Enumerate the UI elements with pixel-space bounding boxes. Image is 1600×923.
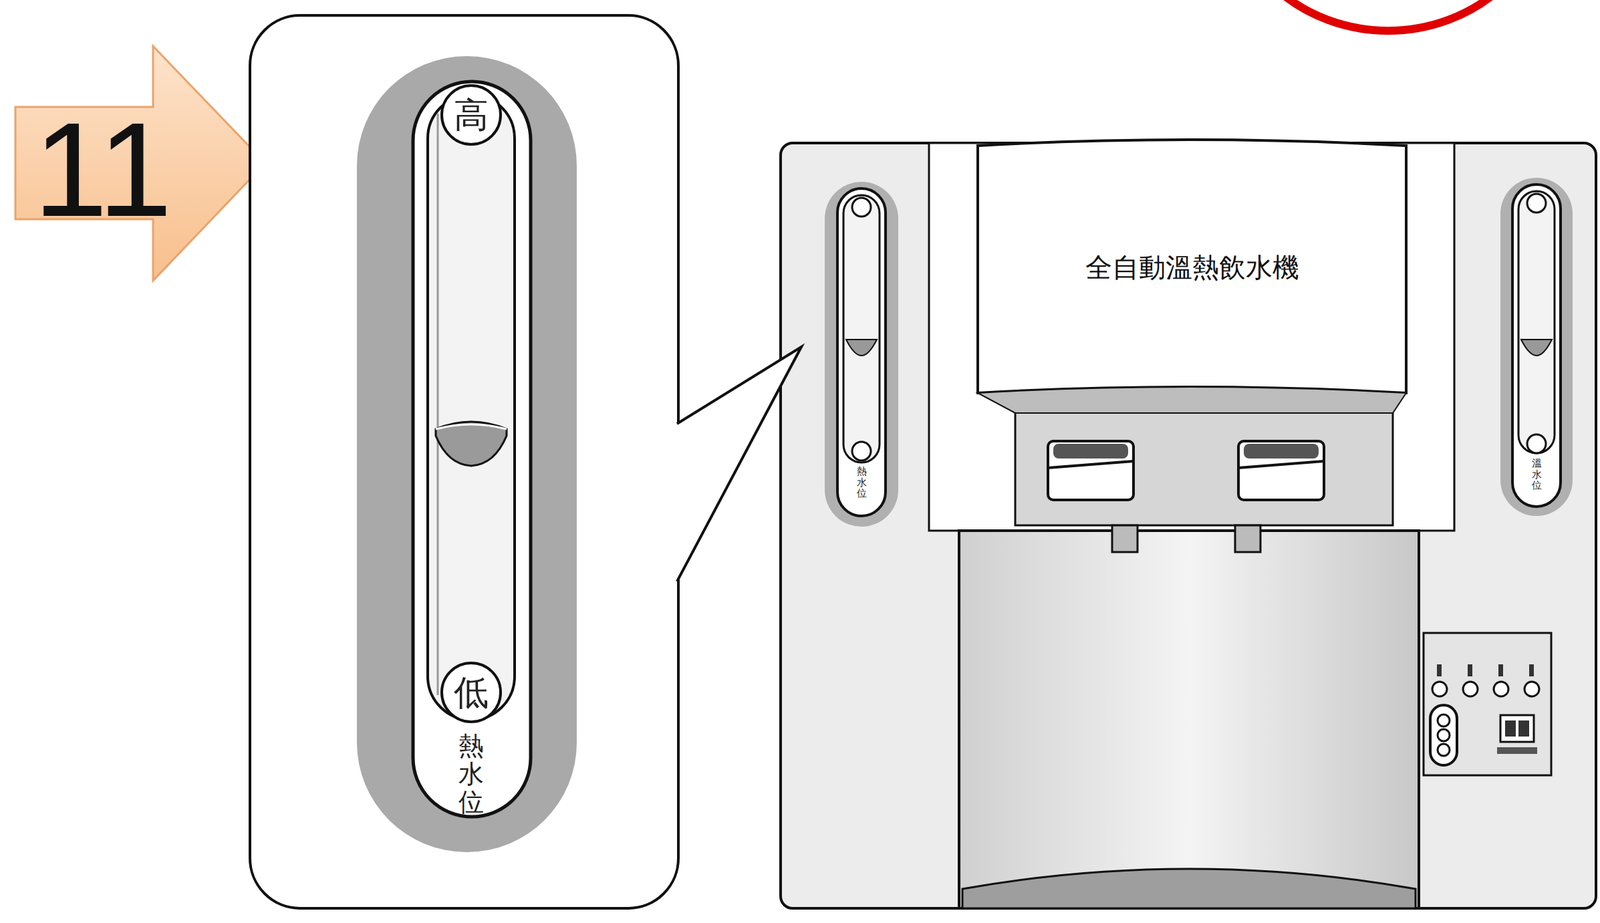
product-name: 全自動溫熱飲水機 [1085,253,1300,281]
control-panel [1423,632,1552,776]
hot-spout [1112,525,1138,553]
product-name-box: 全自動溫熱飲水機 [977,167,1407,368]
gauge-label: 溫水位 [1531,457,1542,492]
drip-tray [962,868,1416,909]
gauge-band [356,56,577,853]
low-mark [441,662,501,722]
zoom-panel [249,15,679,909]
gauge-label: 熱水位 [856,465,867,500]
low-level-mark: 低 [453,675,489,710]
gauge-label: 熱水位 [458,732,484,817]
hot-gauge [824,181,899,527]
gauge-tube [413,81,531,817]
drip-area [959,530,1419,909]
warm-spout [1235,525,1261,553]
zoom-leader [677,346,802,582]
gauge-window [427,94,515,720]
high-level-mark: 高 [453,97,489,133]
warm-button [1238,441,1324,500]
dispenser-body [780,143,1596,909]
lid [977,139,1407,393]
red-circle-mark [1225,0,1552,31]
callout-number: 11 [33,100,178,240]
water-float [435,421,507,466]
high-mark [441,85,501,145]
warm-gauge [1500,177,1573,516]
hot-button [1047,441,1134,500]
callout-number: 11 [33,102,173,237]
callout-arrow [15,46,266,281]
